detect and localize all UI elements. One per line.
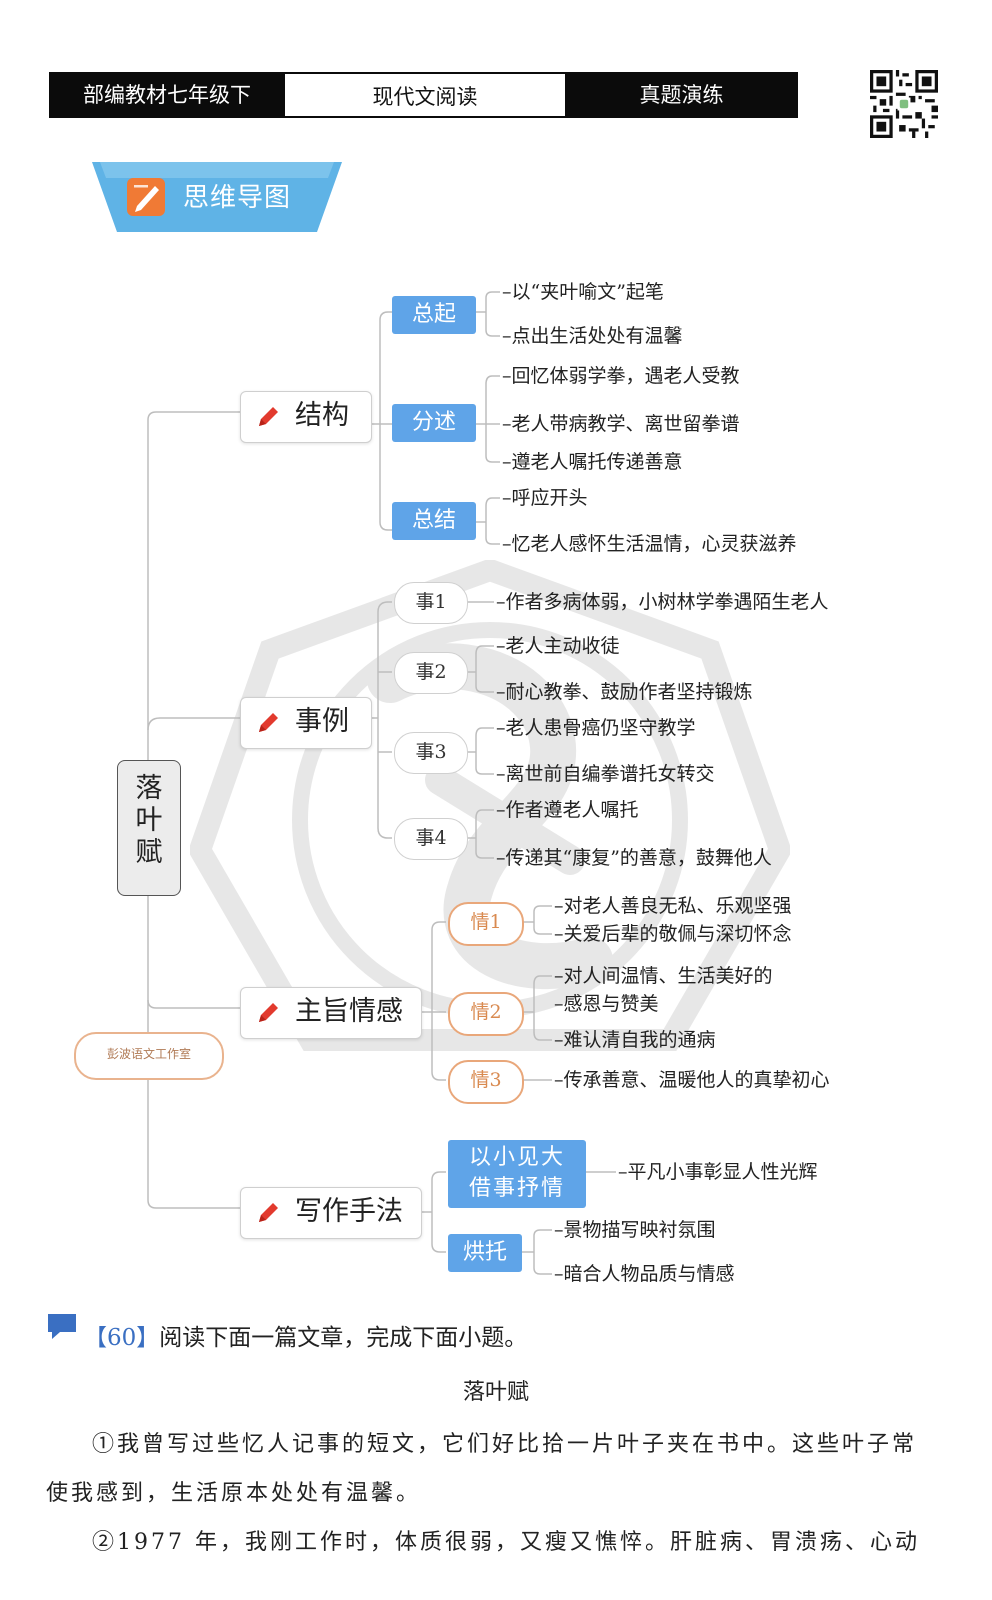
header-left-cell: 部编教材七年级下 [49,72,285,118]
article-line: 使我感到，生活原本处处有温馨。 [46,1481,422,1506]
banner-title: 思维导图 [183,183,292,213]
leaf: –忆老人感怀生活温情，心灵获滋养 [502,533,797,555]
article-line: ①我曾写过些忆人记事的短文，它们好比拾一片叶子夹在书中。这些叶子常 [92,1432,918,1457]
root-char: 落 [135,773,163,804]
article-title: 落叶赋 [462,1380,529,1405]
leaf: –关爱后辈的敬佩与深切怀念 [554,923,792,945]
pen-icon [259,407,278,426]
leaf: –老人主动收徒 [496,635,620,657]
tag-emotion-1: 情1 [448,902,524,946]
leaf: –回忆体弱学拳，遇老人受教 [502,365,740,387]
leaf: –呼应开头 [502,487,588,509]
header-right-cell: 真题演练 [565,72,798,118]
leaf: –暗合人物品质与情感 [554,1263,735,1285]
leaf: –作者遵老人嘱托 [496,799,639,821]
studio-label: 彭波语文工作室 [74,1032,224,1080]
pen-icon [259,1203,278,1222]
question-prompt: 阅读下面一篇文章，完成下面小题。 [159,1325,528,1351]
leaf: –传递其“康复”的善意，鼓舞他人 [496,847,772,869]
mindmap-banner [92,162,342,232]
tag-event-3: 事3 [394,732,468,774]
root-char: 叶 [135,805,163,836]
branch-structure: 结构 [240,391,372,443]
tag-event-2: 事2 [394,652,468,694]
tag-emotion-2: 情2 [448,992,524,1036]
mindmap-root: 落 叶 赋 [117,760,181,896]
leaf: –老人带病教学、离世留拳谱 [502,413,740,435]
tag-line: 以小见大 [468,1145,565,1170]
branch-label: 主旨情感 [295,996,403,1027]
tag-zongqi: 总起 [392,296,476,334]
tag-fenshu: 分述 [392,404,476,442]
tag-emotion-3: 情3 [448,1060,524,1104]
leaf: –景物描写映衬氛围 [554,1219,716,1241]
tag-event-1: 事1 [394,582,468,624]
root-char: 赋 [135,837,163,868]
branch-label: 结构 [295,400,349,431]
branch-emotion: 主旨情感 [240,987,422,1039]
qr-code-icon [870,70,938,138]
pen-icon [259,713,278,732]
question-heading: 【60】阅读下面一篇文章，完成下面小题。 [84,1318,527,1352]
leaf: –平凡小事彰显人性光辉 [618,1161,818,1183]
header-middle-cell: 现代文阅读 [285,72,565,118]
question-number: 【60】 [84,1325,160,1351]
leaf: –点出生活处处有温馨 [502,325,683,347]
leaf: –老人患骨癌仍坚守教学 [496,717,696,739]
tag-line: 借事抒情 [468,1176,565,1201]
mindmap-connectors [147,291,616,1275]
branch-label: 事例 [295,706,349,737]
tag-yixiaojianda: 以小见大 借事抒情 [448,1140,586,1208]
leaf: –作者多病体弱，小树林学拳遇陌生老人 [496,591,829,613]
leaf: –遵老人嘱托传递善意 [502,451,683,473]
pen-icon [259,1003,278,1022]
leaf: –以“夹叶喻文”起笔 [502,281,664,303]
tag-event-4: 事4 [394,818,468,860]
leaf: –耐心教拳、鼓励作者坚持锻炼 [496,681,753,703]
branch-writing: 写作手法 [240,1187,422,1239]
tag-hongtuo: 烘托 [448,1234,522,1272]
branch-label: 写作手法 [295,1196,403,1227]
tag-zongjie: 总结 [392,502,476,540]
leaf: –离世前自编拳谱托女转交 [496,763,715,785]
article-line: ②1977 年，我刚工作时，体质很弱，又瘦又憔悴。肝脏病、胃溃疡、心动 [92,1530,920,1555]
leaf: –感恩与赞美 [554,993,659,1015]
branch-events: 事例 [240,697,372,749]
leaf: –对老人善良无私、乐观坚强 [554,895,792,917]
question-bookmark-icon [48,1314,76,1339]
leaf: –难认清自我的通病 [554,1029,716,1051]
leaf: –对人间温情、生活美好的 [554,965,773,987]
leaf: –传承善意、温暖他人的真挚初心 [554,1069,830,1091]
